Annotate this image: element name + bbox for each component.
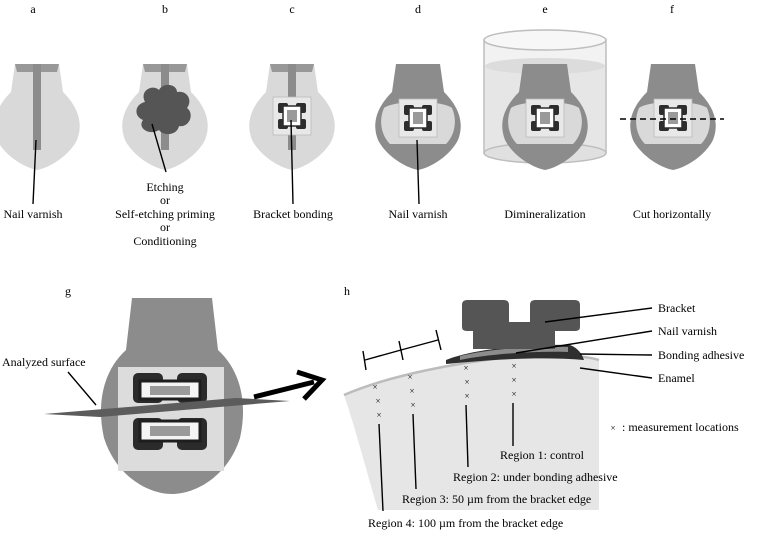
legend-text: : measurement locations (622, 420, 739, 434)
pointer-analyzed-surface (67, 371, 97, 406)
label-b-line5: Conditioning (133, 234, 196, 248)
panel-letter-d: d (415, 2, 421, 16)
legend-marker: × (610, 423, 615, 433)
label-b-line3: Self-etching priming (115, 207, 215, 221)
pointer-b (151, 123, 167, 173)
label-b-line2: or (160, 193, 170, 207)
tooth-g (44, 298, 290, 494)
bracket-d (398, 98, 438, 138)
callout-lines (515, 307, 653, 379)
marker-region2: × (463, 363, 468, 373)
etching-area (136, 84, 191, 135)
marker-region3: × (409, 386, 414, 396)
tooth-e (502, 64, 588, 170)
marker-region4: × (376, 410, 381, 420)
marker-region4: × (372, 382, 377, 392)
region-1-label: Region 1: control (500, 448, 585, 462)
marker-region3: × (410, 400, 415, 410)
analyzed-plane (44, 398, 290, 417)
label-d: Nail varnish (389, 207, 448, 221)
tooth-c (249, 64, 335, 170)
marker-region3: × (407, 372, 412, 382)
panel-letter-b: b (162, 2, 168, 16)
nail-varnish-strip (33, 64, 41, 150)
transition-arrow (253, 369, 327, 401)
region-4-label: Region 4: 100 µm from the bracket edge (368, 516, 563, 530)
region-3-label: Region 3: 50 µm from the bracket edge (402, 492, 591, 506)
callout-bracket: Bracket (658, 301, 696, 315)
region-leaders (378, 403, 514, 512)
label-c: Bracket bonding (253, 207, 333, 221)
bracket-e (525, 98, 565, 138)
panel-letter-c: c (289, 2, 294, 16)
tooth-b (122, 64, 208, 170)
panel-letter-a: a (30, 2, 36, 16)
panel-letter-h: h (344, 284, 350, 298)
pointer-a (32, 139, 37, 205)
measurement-spans (362, 329, 442, 371)
panel-letter-g: g (65, 284, 71, 298)
label-b-line1: Etching (146, 180, 183, 194)
callout-bonding-adhesive: Bonding adhesive (658, 348, 744, 362)
callout-enamel: Enamel (658, 371, 695, 385)
marker-region1: × (511, 389, 516, 399)
region-2-label: Region 2: under bonding adhesive (453, 470, 618, 484)
label-analyzed-surface: Analyzed surface (2, 355, 86, 369)
tooth-d (375, 64, 461, 170)
bracket-g (133, 373, 207, 403)
enamel (344, 355, 599, 510)
tooth-a (0, 64, 80, 170)
pointer-d (416, 139, 420, 205)
bracket-h (462, 300, 580, 349)
label-a: Nail varnish (4, 207, 63, 221)
marker-region2: × (464, 377, 469, 387)
marker-region4: × (375, 396, 380, 406)
cross-section-h (343, 300, 600, 510)
marker-region2: × (464, 391, 469, 401)
bracket-c (272, 96, 312, 136)
tooth-f (630, 64, 716, 170)
panel-letter-f: f (670, 2, 674, 16)
marker-region1: × (511, 361, 516, 371)
label-e: Dimineralization (504, 207, 585, 221)
marker-region1: × (511, 375, 516, 385)
label-f: Cut horizontally (633, 207, 711, 221)
bracket-f (653, 98, 693, 138)
label-b-line4: or (160, 220, 170, 234)
panel-letter-e: e (542, 2, 547, 16)
pointer-c (290, 119, 294, 205)
nail-varnish-layer (460, 346, 568, 360)
measurement-markers: × × × × × × × × × × × × (372, 361, 516, 420)
callout-nail-varnish: Nail varnish (658, 324, 717, 338)
